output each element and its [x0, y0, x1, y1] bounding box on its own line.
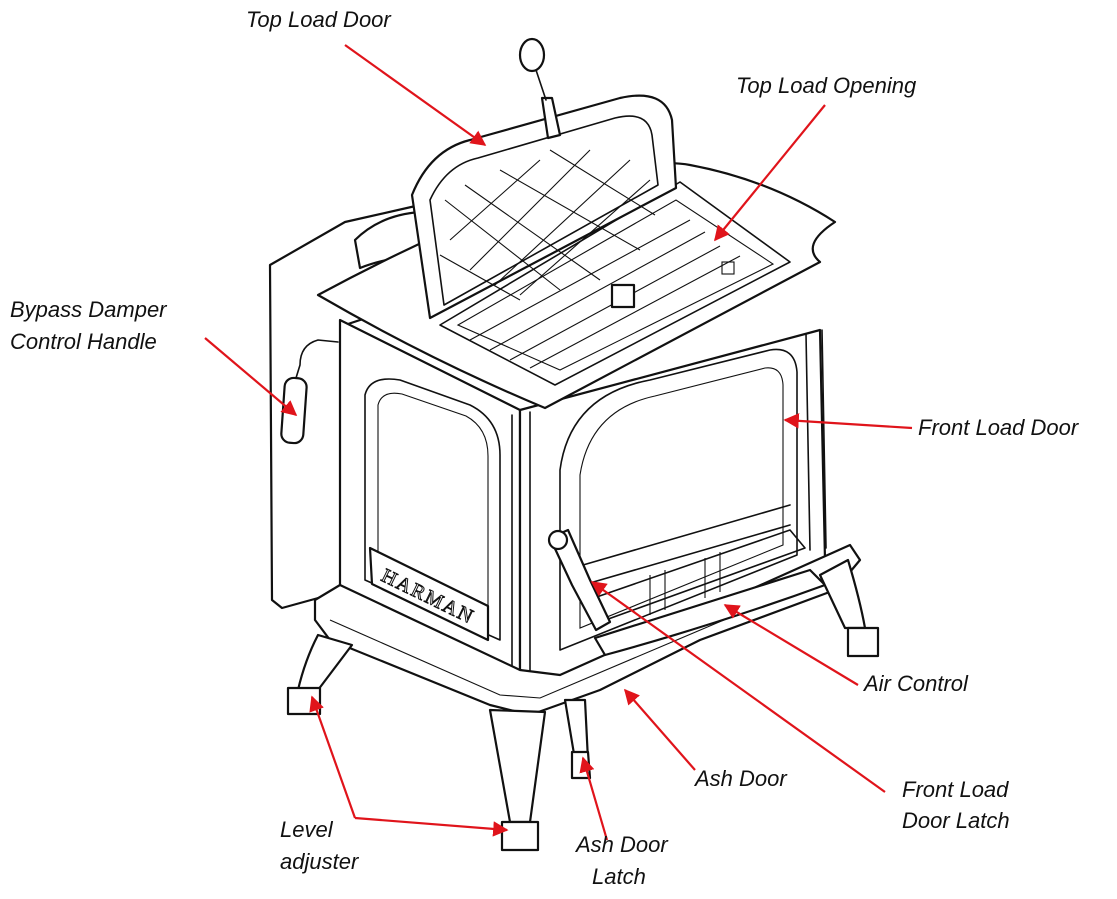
label-bypass-line1: Bypass Damper	[10, 297, 167, 322]
corner-pilaster	[511, 411, 531, 681]
bypass-handle-grip	[280, 376, 308, 445]
bypass-handle-rod	[295, 339, 339, 379]
brand-plate	[368, 546, 490, 642]
top-door-handle-arm	[535, 69, 547, 101]
front-door-handle	[548, 528, 612, 632]
label-air-control: Air Control	[864, 671, 968, 696]
label-ash-door: Ash Door	[695, 766, 787, 791]
label-bypass-line2: Control Handle	[10, 329, 157, 354]
label-top-load-opening: Top Load Opening	[736, 73, 917, 98]
leg-left-foot	[286, 686, 322, 716]
top-load-opening-inner	[456, 199, 775, 371]
side-arch-panel	[364, 378, 501, 641]
base-apron-line	[329, 574, 831, 699]
front-door-frame	[559, 348, 798, 651]
leader-level-left	[309, 695, 357, 819]
front-door-glass	[579, 367, 784, 629]
leader-level-front	[354, 816, 509, 837]
label-level-line2: adjuster	[280, 849, 359, 874]
label-front-latch-line2: Door Latch	[902, 808, 1010, 833]
leg-left	[296, 633, 354, 692]
ash-ribs	[649, 552, 721, 615]
top-door-handle-knob	[518, 37, 546, 73]
leg-right-foot	[846, 626, 880, 658]
top-load-opening	[439, 181, 791, 386]
top-opening-tab	[610, 283, 636, 309]
leader-ash-door	[623, 688, 696, 771]
leader-ash-door-latch	[579, 756, 609, 841]
label-front-latch-line1: Front Load	[902, 777, 1009, 802]
label-ash-latch-line1: Ash Door	[576, 832, 668, 857]
top-door-handle-stem	[540, 96, 562, 140]
leader-bypass-handle	[204, 337, 298, 416]
front-door-bar	[582, 504, 791, 586]
door-lattice	[439, 149, 656, 301]
leader-front-load-latch	[590, 581, 886, 793]
base-apron	[313, 543, 862, 717]
leader-front-load-door	[783, 413, 913, 430]
leg-front-foot	[500, 820, 540, 852]
leader-lines	[204, 44, 913, 841]
top-load-door-inner	[429, 115, 659, 306]
leg-front	[488, 708, 547, 824]
leader-air-control	[723, 604, 859, 686]
side-arch-panel-inner	[377, 392, 489, 626]
right-pilaster	[805, 329, 827, 551]
top-opening-slot	[721, 261, 735, 275]
firebox-grate	[469, 219, 741, 369]
leader-top-load-opening	[714, 104, 826, 242]
label-front-load-door: Front Load Door	[918, 415, 1079, 440]
label-level-line1: Level	[280, 817, 333, 842]
label-top-load-door: Top Load Door	[246, 7, 391, 32]
label-ash-latch-line2: Latch	[592, 864, 646, 889]
leader-top-load-door	[344, 44, 487, 146]
front-door-handle-pivot	[547, 529, 569, 551]
